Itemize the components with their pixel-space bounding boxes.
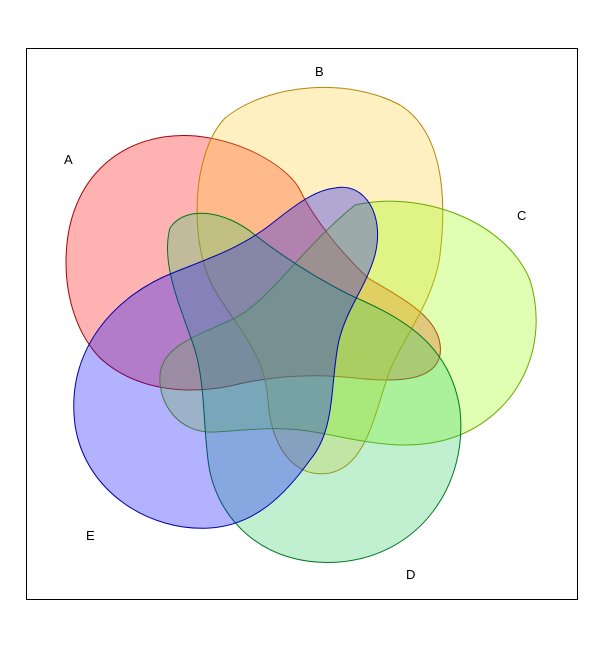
set-e-shape [73, 186, 379, 529]
set-d-shape [166, 212, 462, 563]
set-a-shape [65, 134, 441, 391]
set-a-label: A [64, 152, 73, 167]
set-b-label: B [315, 64, 324, 79]
set-c-label: C [517, 208, 526, 223]
set-c-shape [159, 200, 537, 446]
set-d-label: D [406, 567, 415, 582]
set-b-shape [196, 86, 444, 475]
set-e-label: E [86, 528, 95, 543]
plot-frame [26, 48, 578, 600]
